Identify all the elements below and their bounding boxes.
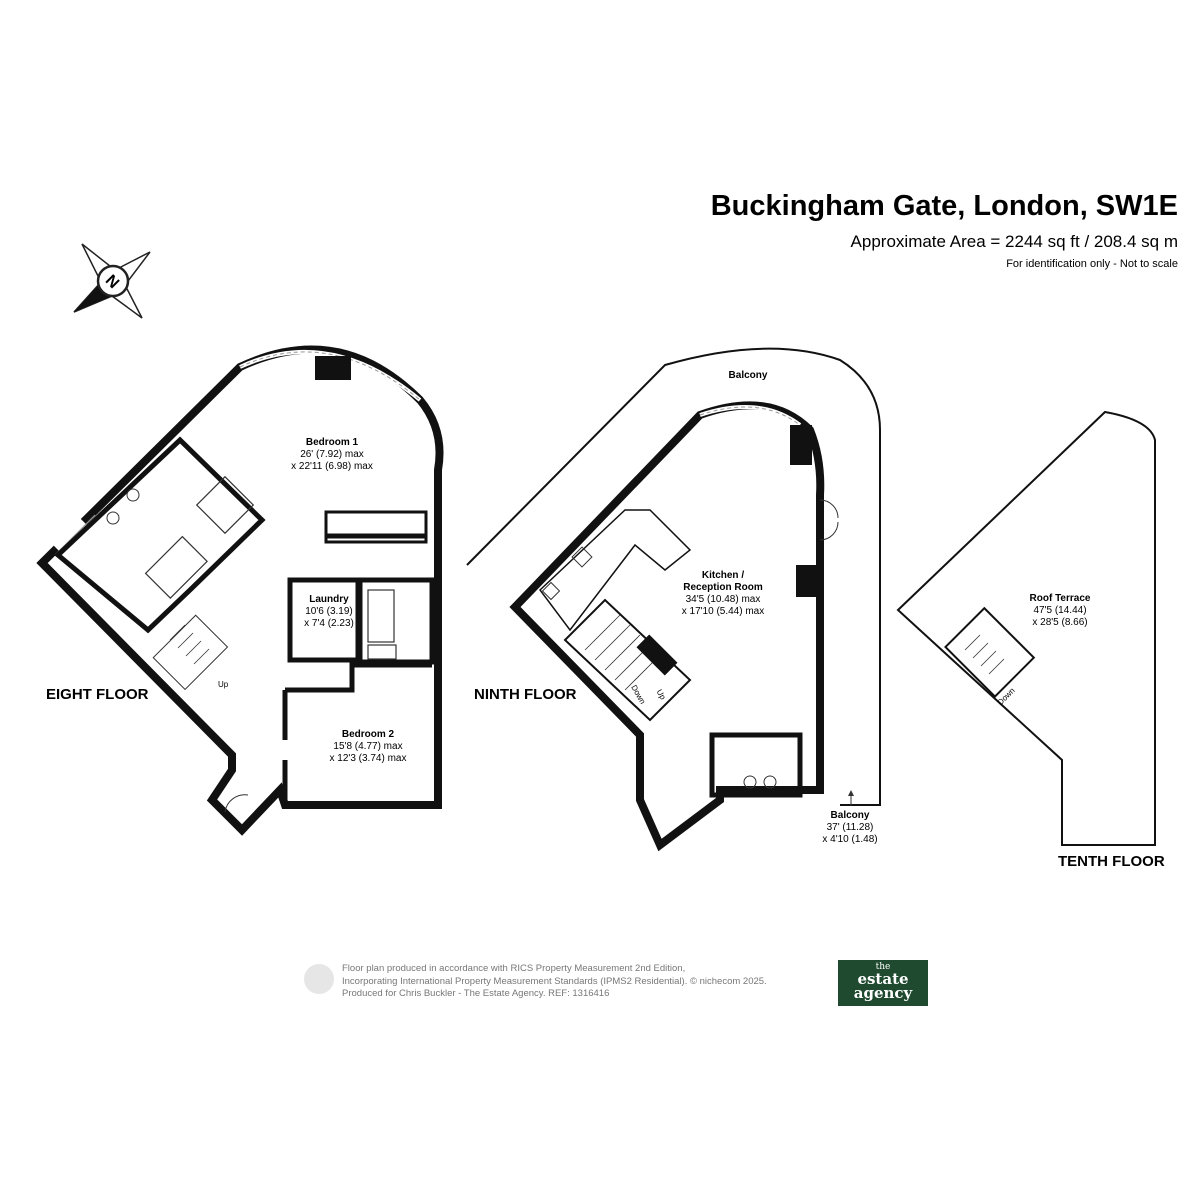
room-dimension: 26' (7.92) max (300, 449, 364, 460)
property-title: Buckingham Gate, London, SW1E (710, 190, 1178, 222)
compass-icon: N (73, 243, 151, 319)
room-dimension: x 7'4 (2.23) (304, 618, 354, 629)
footer-line: Floor plan produced in accordance with R… (342, 963, 686, 974)
room-dimension: 15'8 (4.77) max (333, 741, 403, 752)
room-name: Reception Room (683, 582, 763, 593)
footer-line: Produced for Chris Buckler - The Estate … (342, 988, 610, 999)
room-dimension: 10'6 (3.19) (305, 606, 353, 617)
eighth-floor-label: EIGHT FLOOR (46, 686, 149, 703)
estate-agency-logo: the estate agency (838, 960, 928, 1006)
room-name: Balcony (830, 810, 870, 821)
kitchen-reception-label: Kitchen / Reception Room 34'5 (10.48) ma… (668, 570, 778, 618)
room-dimension: 47'5 (14.44) (1033, 605, 1087, 616)
room-dimension: x 28'5 (8.66) (1032, 617, 1088, 628)
stairs-up-label: Up (218, 680, 229, 689)
room-dimension: 37' (11.28) (826, 822, 874, 833)
room-dimension: x 17'10 (5.44) max (681, 606, 765, 617)
bedroom-2-label: Bedroom 2 15'8 (4.77) max x 12'3 (3.74) … (308, 729, 428, 765)
person-icon (304, 964, 334, 994)
room-dimension: x 4'10 (1.48) (822, 834, 878, 845)
room-name: Bedroom 2 (341, 729, 395, 740)
tenth-floor-label: TENTH FLOOR (1058, 853, 1165, 870)
roof-terrace-label: Roof Terrace 47'5 (14.44) x 28'5 (8.66) (1010, 593, 1110, 629)
room-dimension: 34'5 (10.48) max (685, 594, 761, 605)
logo-text: agency (853, 984, 913, 1002)
room-name: Bedroom 1 (305, 437, 359, 448)
ninth-floor-label: NINTH FLOOR (474, 686, 577, 703)
logo-text: estate (857, 970, 909, 988)
room-name: Balcony (728, 370, 768, 381)
room-name: Roof Terrace (1029, 593, 1091, 604)
eighth-floor-plan (36, 345, 444, 836)
logo-text: the (875, 962, 891, 972)
room-name: Laundry (309, 594, 349, 605)
room-dimension: x 22'11 (6.98) max (291, 461, 373, 472)
laundry-label: Laundry 10'6 (3.19) x 7'4 (2.23) (294, 594, 364, 630)
tenth-floor-plan (896, 410, 1156, 846)
top-balcony-label: Balcony (728, 370, 768, 382)
balcony-label: Balcony 37' (11.28) x 4'10 (1.48) (810, 810, 890, 846)
bedroom-1-label: Bedroom 1 26' (7.92) max x 22'11 (6.98) … (272, 437, 392, 473)
room-name: Kitchen / (701, 570, 745, 581)
approximate-area: Approximate Area = 2244 sq ft / 208.4 sq… (850, 232, 1178, 251)
ninth-floor-plan (466, 347, 881, 852)
footer-credits: Floor plan produced in accordance with R… (342, 963, 767, 1001)
footer-line: Incorporating International Property Mea… (342, 975, 767, 987)
room-dimension: x 12'3 (3.74) max (329, 753, 407, 764)
scale-disclaimer: For identification only - Not to scale (1006, 258, 1178, 270)
